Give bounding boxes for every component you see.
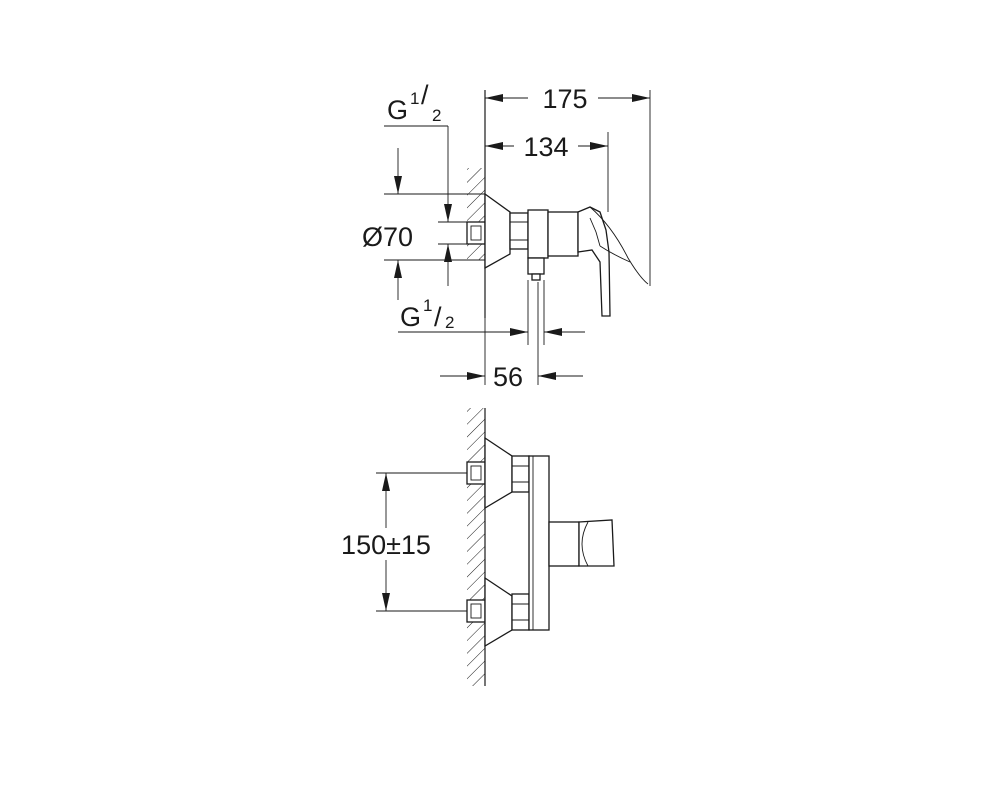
svg-text:2: 2 [445,313,454,332]
outlet-side [527,257,545,275]
wall-hatching-side [467,168,485,260]
wall-hatching-front [467,408,485,686]
dimension-134: 134 [485,132,608,162]
dim-diameter-label: Ø70 [362,222,413,252]
dim-56-label: 56 [493,362,523,392]
dim-175-label: 175 [542,84,587,114]
inlet-stub-side [466,221,486,245]
dimension-150: 150±15 [341,472,467,612]
svg-text:1: 1 [410,89,419,108]
label-outlet-bottom: G 1 / 2 [398,244,585,345]
svg-text:/: / [421,80,429,110]
nut-side [509,212,529,250]
svg-text:G: G [387,95,408,125]
lever-handle-front [548,519,615,567]
mixer-body-front [528,455,550,631]
lever-handle-side [577,206,611,317]
svg-text:1: 1 [423,296,432,315]
dim-150-label: 150±15 [341,530,431,560]
escutcheon-side [484,192,511,270]
dimension-diameter-70: Ø70 [362,148,485,300]
svg-text:2: 2 [432,106,441,125]
dimension-56: 56 [440,318,583,392]
label-inlet-top: G 1 / 2 [384,80,452,222]
svg-text:/: / [434,302,442,332]
mixer-body-side [527,209,549,259]
dimension-175: 175 [485,84,650,114]
inlet-bottom-front [466,576,530,648]
dim-134-label: 134 [523,132,568,162]
front-view: 150±15 [341,408,615,686]
side-view: 175 134 G 1 / 2 Ø70 [362,80,651,392]
handle-swing-arc [589,206,649,285]
svg-text:G: G [400,302,421,332]
